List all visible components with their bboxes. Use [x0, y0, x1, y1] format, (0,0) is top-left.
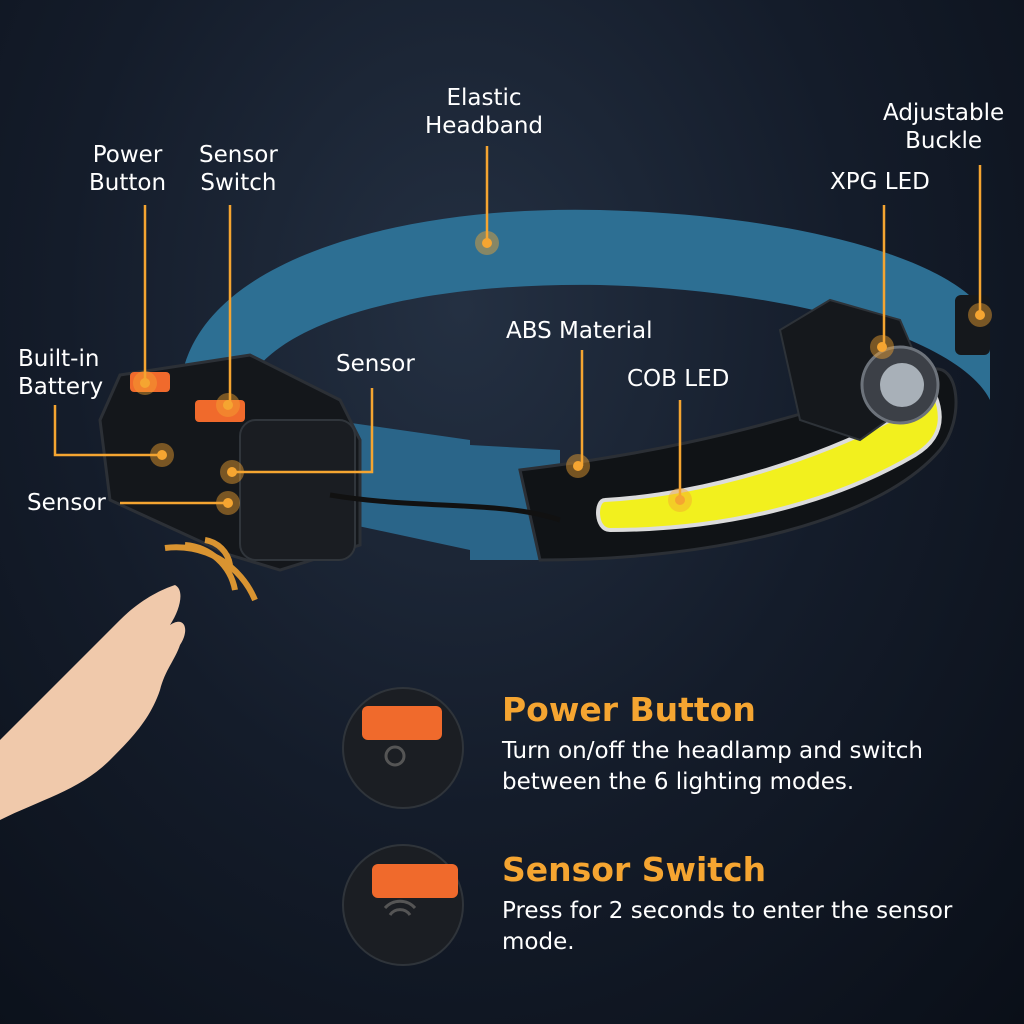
feature-desc-sensor-switch: Press for 2 seconds to enter the sensor … [502, 898, 953, 955]
label-adjustable-buckle: Adjustable Buckle [883, 100, 1005, 154]
xpg-led-head [778, 298, 940, 442]
callout-dots [133, 231, 992, 515]
power-icon [384, 745, 406, 767]
feature-title-power-button: Power Button [502, 690, 756, 729]
label-cob-led: COB LED [627, 366, 730, 392]
label-sensor-left: Sensor [27, 490, 106, 516]
callout-lines [53, 146, 982, 505]
power-button [130, 372, 170, 392]
label-elastic-headband: Elastic Headband [425, 85, 544, 139]
sensor-icon [383, 899, 417, 916]
power-button-thumbnail [342, 687, 464, 809]
label-abs-material: ABS Material [506, 318, 653, 344]
label-power-button: Power Button [89, 142, 167, 196]
label-sensor-switch: Sensor Switch [199, 142, 278, 196]
hand-illustration [0, 585, 186, 820]
sensor-switch-thumbnail [342, 844, 464, 966]
feature-desc-power-button: Turn on/off the headlamp and switch betw… [502, 738, 923, 795]
feature-title-sensor-switch: Sensor Switch [502, 850, 767, 889]
sensor-waves-icon [164, 537, 258, 602]
label-built-in-battery: Built-in Battery [18, 346, 104, 400]
label-sensor-right: Sensor [336, 351, 415, 377]
label-xpg-led: XPG LED [830, 169, 930, 195]
